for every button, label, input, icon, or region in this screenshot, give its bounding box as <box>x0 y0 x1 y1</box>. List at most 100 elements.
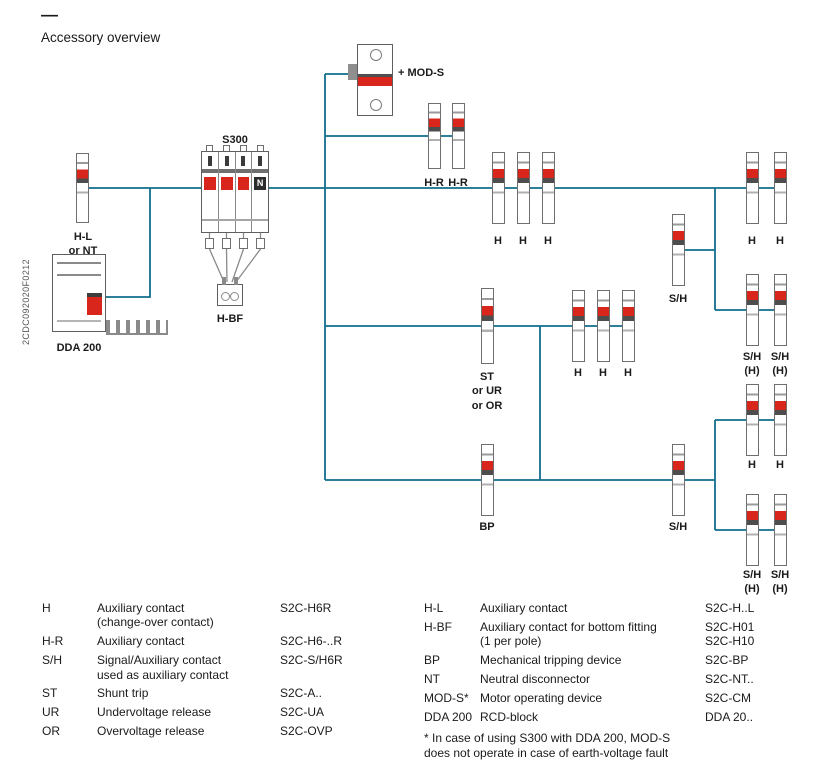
h-bf-pin <box>222 277 226 285</box>
label-s-h-bottom: S/H <box>668 521 688 533</box>
legend-term: H-BF <box>424 619 452 634</box>
label-h-6: H <box>624 367 632 379</box>
device-s-h-h-2 <box>774 274 787 346</box>
legend-desc: Neutral disconnector <box>480 672 591 687</box>
legend-term: H-R <box>42 634 64 649</box>
label-s-h-h-3: S/H (H) <box>742 569 762 596</box>
device-h-1 <box>492 152 505 224</box>
device-h-6 <box>622 290 635 362</box>
legend-term: MOD-S* <box>424 690 469 705</box>
label-bp: BP <box>479 521 495 533</box>
legend-desc: Auxiliary contact (change-over contact) <box>97 601 214 630</box>
legend-term: S/H <box>42 653 63 668</box>
h-bf-pin <box>234 277 238 285</box>
device-s-h-h-1 <box>746 274 759 346</box>
legend-footnote: * In case of using S300 with DDA 200, MO… <box>424 731 671 760</box>
device-s-h-h-4 <box>774 494 787 566</box>
label-h-8: H <box>776 235 784 247</box>
legend-term: DDA 200 <box>424 709 473 724</box>
legend-code: S2C-S/H6R <box>280 653 343 668</box>
legend-right: H-L Auxiliary contact S2C-H..L H-BF Auxi… <box>424 601 796 724</box>
label-h-bf: H-BF <box>216 313 244 325</box>
label-h-4: H <box>574 367 582 379</box>
legend-term: UR <box>42 705 60 720</box>
s300-bottom-terminal <box>222 238 231 249</box>
label-h-r-1: H-R <box>424 177 444 189</box>
device-s-h-bottom <box>672 444 685 516</box>
legend-term: ST <box>42 686 58 701</box>
legend-code: S2C-H..L <box>705 601 755 615</box>
device-dda-200 <box>52 254 106 332</box>
legend-code: S2C-H01 S2C-H10 <box>705 619 755 649</box>
legend-desc: Shunt trip <box>97 686 149 701</box>
device-h-r-2 <box>452 103 465 169</box>
label-h-2: H <box>519 235 527 247</box>
label-st-ur-or: ST or UR or OR <box>471 371 503 412</box>
label-s-h-top: S/H <box>668 293 688 305</box>
label-h-1: H <box>494 235 502 247</box>
device-s-h-top <box>672 214 685 286</box>
page-title: Accessory overview <box>41 30 161 45</box>
label-mod-s: + MOD-S <box>398 67 445 79</box>
legend-desc: Auxiliary contact <box>97 634 185 649</box>
label-s-h-h-4: S/H (H) <box>770 569 790 596</box>
legend-code: S2C-OVP <box>280 724 333 739</box>
legend-desc: Undervoltage release <box>97 705 212 720</box>
device-st-ur-or <box>481 288 494 364</box>
s300-pole-2 <box>219 152 236 232</box>
legend-term: BP <box>424 653 441 668</box>
gray-wires <box>208 233 262 283</box>
legend-left: H Auxiliary contact (change-over contact… <box>42 601 410 739</box>
device-h-10 <box>774 384 787 456</box>
device-s300: N <box>201 151 269 233</box>
device-h-4 <box>572 290 585 362</box>
device-h-8 <box>774 152 787 224</box>
label-s300: S300 <box>222 134 248 146</box>
s300-bottom-terminal <box>256 238 265 249</box>
label-s-h-h-2: S/H (H) <box>770 351 790 378</box>
device-h-3 <box>542 152 555 224</box>
label-h-10: H <box>776 459 784 471</box>
legend-desc: Auxiliary contact <box>480 601 568 615</box>
legend-desc: Motor operating device <box>480 690 603 705</box>
device-s-h-h-3 <box>746 494 759 566</box>
legend-term: NT <box>424 672 440 687</box>
legend-desc: RCD-block <box>480 709 539 724</box>
device-h-bf <box>217 277 243 306</box>
dda-200-switch <box>87 293 102 315</box>
device-h-7 <box>746 152 759 224</box>
device-mod-s <box>357 44 393 116</box>
s300-bottom-terminal <box>205 238 214 249</box>
legend-term: OR <box>42 724 60 739</box>
s300-bottom-terminal <box>239 238 248 249</box>
label-h-9: H <box>748 459 756 471</box>
legend-code: S2C-UA <box>280 705 325 720</box>
device-h-l <box>76 153 89 223</box>
label-dda-200: DDA 200 <box>56 342 102 354</box>
legend-code: S2C-NT.. <box>705 672 754 687</box>
label-h-r-2: H-R <box>448 177 468 189</box>
device-h-5 <box>597 290 610 362</box>
legend-code: DDA 20.. <box>705 709 754 724</box>
s300-pole-n: N <box>252 152 268 232</box>
mod-s-coupler <box>348 64 358 80</box>
legend-desc: Signal/Auxiliary contact used as auxilia… <box>97 653 229 682</box>
s300-pole-3 <box>236 152 253 232</box>
label-h-5: H <box>599 367 607 379</box>
label-h-3: H <box>544 235 552 247</box>
label-s-h-h-1: S/H (H) <box>742 351 762 378</box>
legend-code: S2C-H6-..R <box>280 634 343 649</box>
legend-code: S2C-BP <box>705 653 749 668</box>
label-h-7: H <box>748 235 756 247</box>
dda-200-rail <box>106 320 168 335</box>
device-h-r-1 <box>428 103 441 169</box>
device-h-2 <box>517 152 530 224</box>
s300-neutral-marker: N <box>254 177 266 190</box>
device-h-9 <box>746 384 759 456</box>
s300-pole-1 <box>202 152 219 232</box>
title-dash: — <box>41 5 58 24</box>
mod-s-red-band <box>358 74 392 86</box>
legend-desc: Auxiliary contact for bottom fitting (1 … <box>480 619 657 649</box>
legend-desc: Overvoltage release <box>97 724 205 739</box>
